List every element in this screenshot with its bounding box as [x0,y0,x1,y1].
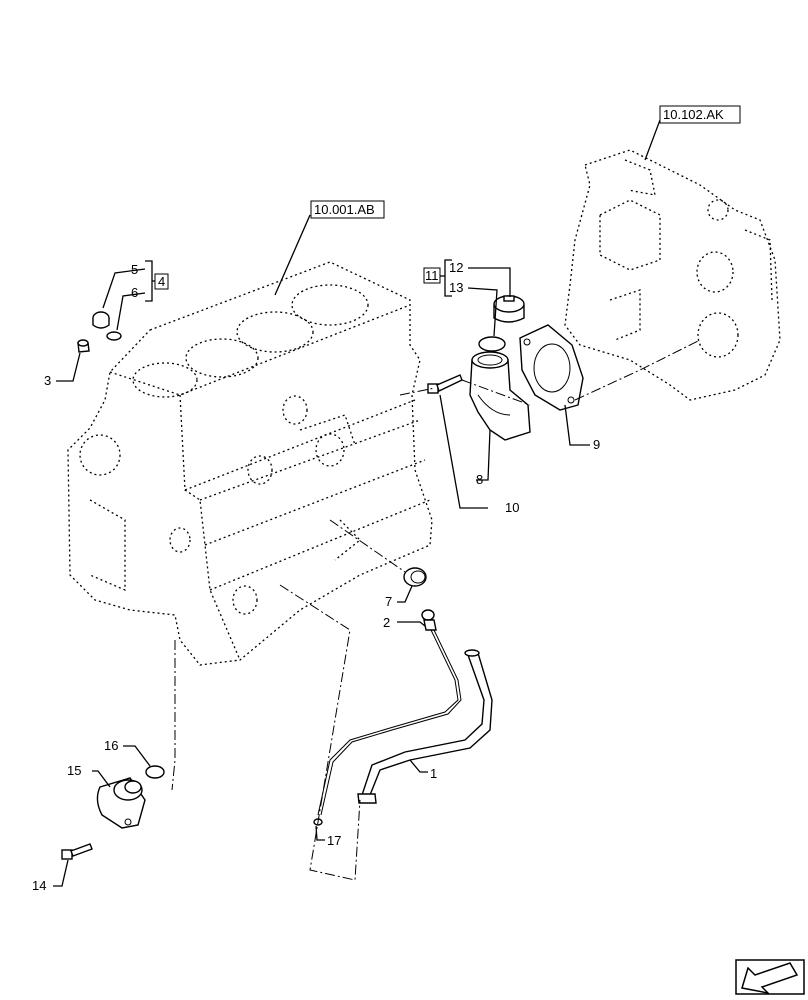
filler-tube-elbow [469,351,531,441]
callout-1: 1 [430,766,437,781]
callout-14: 14 [32,878,46,893]
callout-4: 4 [158,274,165,289]
callout-3: 3 [44,373,51,388]
flywheel-housing [564,149,781,401]
bracket-4 [145,260,156,302]
o-ring-16 [145,765,165,779]
filler-cap [493,295,525,323]
plug-3 [77,339,90,353]
callout-11-box [423,267,441,284]
arrow-left-down-icon[interactable] [735,959,805,995]
callout-9: 9 [593,437,600,452]
engine-block-ref[interactable]: 10.001.AB [314,202,375,217]
cover-15 [96,777,146,829]
callout-12: 12 [449,260,463,275]
gasket [519,324,584,411]
engine-block [67,261,433,666]
callout-5: 5 [131,262,138,277]
callout-10: 10 [505,500,519,515]
leader-lines [53,119,661,887]
washer-6 [106,331,122,341]
callout-7: 7 [385,594,392,609]
dipstick [313,609,462,826]
callout-17: 17 [327,833,341,848]
callout-8: 8 [476,472,483,487]
assembly-lines [171,339,701,881]
callout-16: 16 [104,738,118,753]
plug-5 [92,311,110,329]
flywheel-housing-ref-box [659,105,741,124]
engine-block-ref-box [310,200,385,219]
bolt-14 [61,843,93,860]
callout-15: 15 [67,763,81,778]
flywheel-housing-ref[interactable]: 10.102.AK [663,107,724,122]
callout-4-box [154,273,169,290]
callout-11: 11 [425,268,439,283]
callout-2: 2 [383,615,390,630]
o-ring-13 [478,336,506,352]
callout-6: 6 [131,285,138,300]
seal-ring-7 [403,567,427,587]
bolt-10 [427,374,463,394]
dipstick-tube [357,649,493,804]
callout-13: 13 [449,280,463,295]
